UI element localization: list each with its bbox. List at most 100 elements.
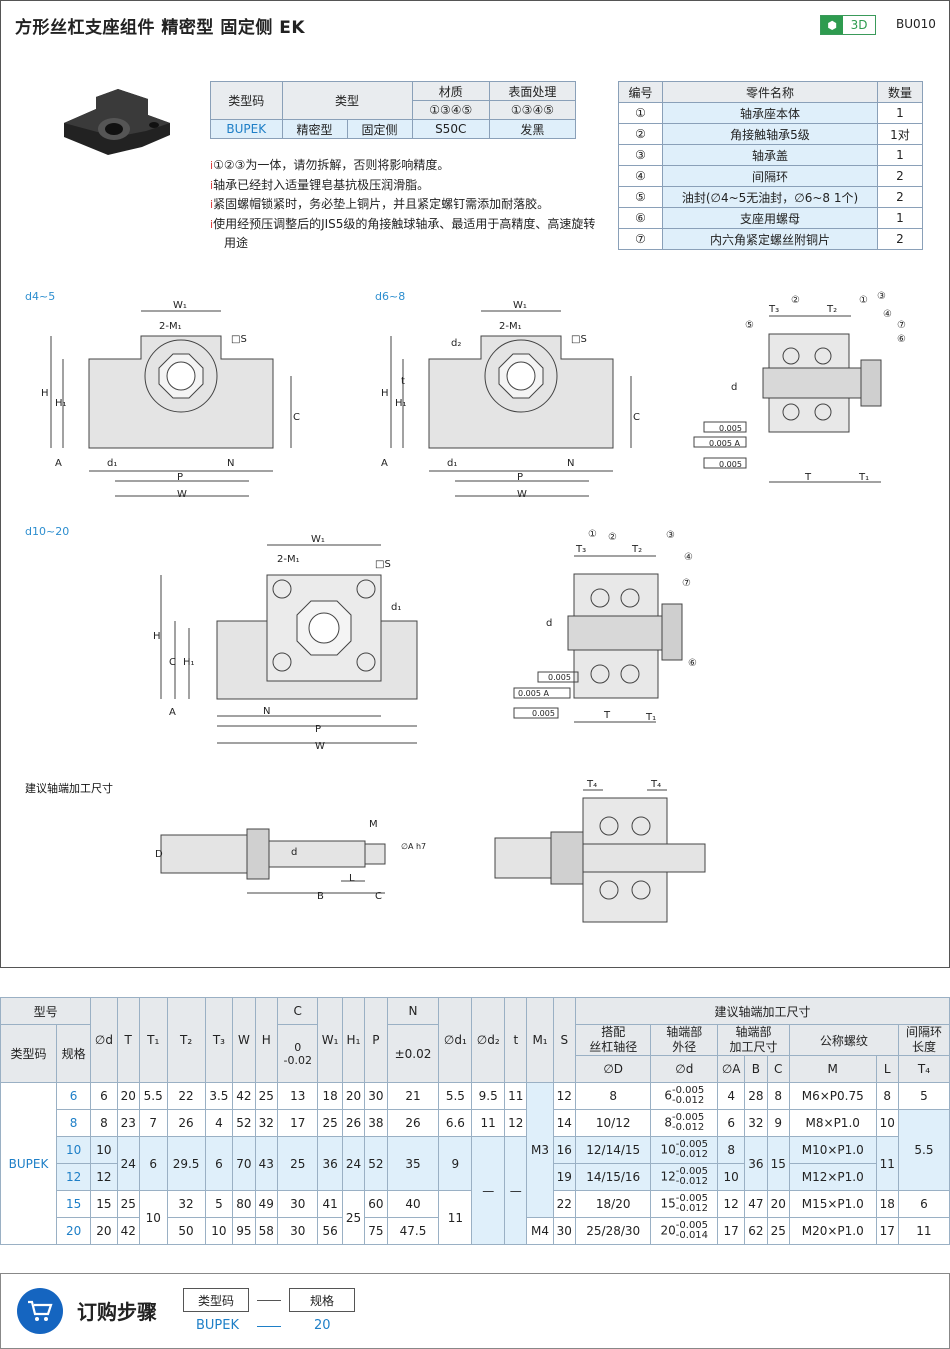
svg-text:T: T	[603, 710, 611, 721]
table-cell: 10	[204, 1217, 234, 1245]
table-cell: 62	[744, 1217, 768, 1245]
label-d6-8: d6~8	[375, 290, 406, 303]
table-cell: ∅d₁	[438, 997, 473, 1083]
table-cell: 20	[766, 1190, 790, 1218]
table-cell: 25	[317, 1109, 343, 1137]
table-cell: M10×P1.0	[788, 1136, 877, 1164]
part-no: ⑥	[618, 207, 663, 229]
table-cell: 20	[90, 1217, 118, 1245]
table-cell: 8	[875, 1082, 899, 1110]
svg-text:H: H	[41, 388, 49, 399]
svg-text:2-M₁: 2-M₁	[159, 321, 182, 332]
svg-text:N: N	[263, 706, 270, 717]
table-cell: 25	[254, 1082, 278, 1110]
table-cell: 15	[90, 1190, 118, 1218]
th-no: 编号	[618, 81, 663, 103]
table-cell: H	[254, 997, 278, 1083]
svg-text:W: W	[315, 741, 325, 752]
table-row: 8 8 23 7 26 4 52 32 17 25 26 38 26 6.6 1…	[1, 1109, 950, 1191]
notes: i①②③为一体，请勿拆解，否则将影响精度。 i轴承已经封入适量锂皂基抗极压润滑脂…	[210, 156, 605, 254]
table-cell: 轴端部 加工尺寸	[717, 1024, 790, 1056]
svg-text:□S: □S	[571, 334, 587, 345]
svg-text:A: A	[169, 707, 176, 718]
table-cell: M4	[526, 1217, 554, 1245]
svg-text:③: ③	[877, 291, 886, 302]
svg-text:B: B	[317, 891, 324, 902]
order-value-type: BUPEK	[196, 1318, 240, 1333]
svg-text:d: d	[731, 382, 737, 393]
table-cell: 8	[90, 1109, 118, 1137]
svg-text:A: A	[381, 458, 388, 469]
table-cell: 类型码	[0, 1024, 57, 1083]
main-panel: 方形丝杠支座组件 精密型 固定侧 EK ⬢ 3D BU010 类型码 类型 材质…	[0, 0, 950, 968]
part-no: ⑦	[618, 228, 663, 250]
table-cell: 18	[317, 1082, 343, 1110]
table-cell: ∅d	[650, 1055, 719, 1083]
svg-text:①: ①	[588, 529, 597, 540]
table-cell: 60	[364, 1190, 388, 1218]
table-cell: 17	[276, 1109, 319, 1137]
th-surface: 表面处理	[488, 81, 577, 101]
table-cell: 10	[55, 1136, 92, 1164]
table-cell: 20	[55, 1217, 92, 1245]
part-qty: 1	[877, 144, 923, 166]
table-row: BUPEK 6 6 20 5.5 22 3.5 42 25 13 18 20 3…	[0, 1082, 950, 1245]
type-value-1: 精密型	[281, 119, 348, 139]
table-cell: 24	[341, 1136, 366, 1191]
svg-text:L: L	[349, 873, 355, 884]
material-value: S50C	[411, 119, 490, 139]
table-cell: 25	[276, 1136, 319, 1191]
table-cell: C	[766, 1055, 790, 1083]
table-cell: 11	[471, 1109, 506, 1137]
table-cell: 轴端部 外径	[650, 1024, 719, 1056]
svg-text:⑦: ⑦	[682, 578, 691, 589]
table-cell: 80	[232, 1190, 256, 1218]
svg-text:C: C	[293, 412, 300, 423]
svg-text:⑥: ⑥	[897, 334, 906, 345]
drawing-front-d10-20: W₁ 2-M₁ □S d₁ H C H₁ N P W A	[153, 534, 418, 752]
svg-text:H: H	[153, 631, 161, 642]
3d-model-button[interactable]: ⬢ 3D	[820, 15, 876, 35]
table-cell: 9	[766, 1109, 790, 1137]
table-cell: 50	[166, 1217, 206, 1245]
label-d10-20: d10~20	[25, 525, 70, 538]
table-cell: M₁	[526, 997, 554, 1083]
svg-text:2-M₁: 2-M₁	[499, 321, 522, 332]
table-cell: 23	[116, 1109, 140, 1137]
th-type: 类型	[281, 81, 413, 120]
table-cell: 30	[276, 1190, 319, 1218]
drawing-shaft-end: D d M ∅A h7 L B C	[155, 819, 426, 902]
part-qty: 2	[877, 186, 923, 208]
table-cell: 5.5	[138, 1082, 168, 1110]
table-cell: 42	[232, 1082, 256, 1110]
svg-text:d: d	[291, 847, 297, 858]
svg-text:2-M₁: 2-M₁	[277, 554, 300, 565]
table-cell: 6-0.005-0.012	[650, 1082, 719, 1110]
table-cell: 6	[204, 1136, 234, 1191]
th-surface-parts: ①③④⑤	[488, 100, 577, 120]
drawing-shaft-assembly: T₄ T₄	[494, 779, 706, 923]
svg-text:T₃: T₃	[768, 304, 779, 315]
table-cell: 11	[438, 1190, 473, 1245]
table-cell: 16	[552, 1136, 576, 1164]
table-cell: S	[552, 997, 576, 1083]
type-code-value: BUPEK	[210, 119, 283, 139]
drawing-side-section-1: T₃ T₂ T T₁ d 0.005 0.005 A 0.005 ② ① ③ ④…	[693, 291, 906, 483]
table-cell: 12	[504, 1109, 528, 1137]
svg-text:0.005: 0.005	[719, 460, 742, 469]
table-cell: 26	[166, 1109, 206, 1137]
table-cell: 12	[55, 1163, 92, 1191]
info-icon: i	[210, 217, 214, 231]
shopping-cart-icon	[17, 1288, 63, 1334]
table-cell: 14/15/16	[574, 1163, 652, 1191]
table-cell: 10	[90, 1136, 118, 1164]
table-cell: 36	[744, 1136, 768, 1191]
svg-text:d₁: d₁	[391, 602, 401, 613]
order-value-spec: 20	[314, 1318, 331, 1333]
table-cell: M3	[526, 1082, 554, 1218]
th-qty: 数量	[877, 81, 923, 103]
table-cell: 25	[116, 1190, 140, 1218]
note-item: i紧固螺帽锁紧时，务必垫上铜片，并且紧定螺钉需添加耐落胶。	[210, 197, 550, 211]
svg-text:0.005: 0.005	[532, 709, 555, 718]
